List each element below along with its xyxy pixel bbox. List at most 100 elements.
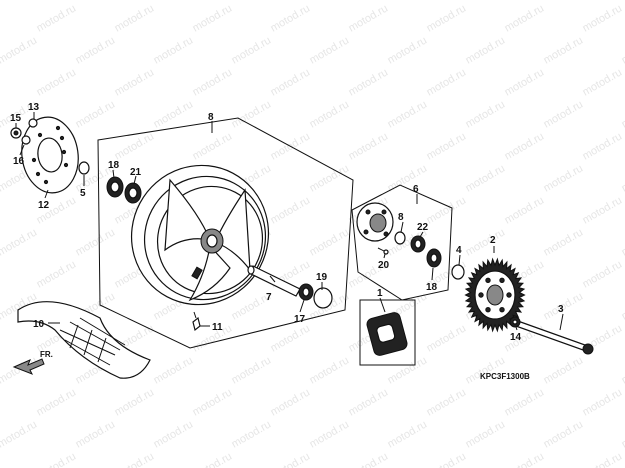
callout-21: 21 [130,167,142,178]
watermark-text: motod.ru [386,98,430,130]
watermark-text: motod.ru [74,98,118,130]
watermark-text: motod.ru [74,418,118,450]
watermark-text: motod.ru [191,2,235,34]
watermark-text: motod.ru [74,34,118,66]
wheel-assembly-frame [97,117,354,349]
callout-13: 13 [28,102,40,113]
watermark-text: motod.ru [152,34,196,66]
front-direction-label: FR. [40,350,53,359]
watermark-text: motod.ru [35,450,79,468]
callout-14: 14 [510,332,522,343]
hub-dust-seal [426,248,442,268]
callout-6: 6 [413,184,419,195]
axle-nut [509,316,521,328]
watermark-text: motod.ru [269,386,313,418]
watermark-text: motod.ru [542,162,586,194]
watermark-text: motod.ru [308,226,352,258]
watermark-text: motod.ru [191,450,235,468]
watermark-text: motod.ru [542,34,586,66]
air-valve [192,311,201,332]
callout-8-hub: 8 [398,212,404,223]
watermark-text: motod.ru [191,130,235,162]
o-ring [313,287,333,309]
watermark-text: motod.ru [386,0,430,3]
callout-11: 11 [212,322,223,333]
watermark-text: motod.ru [581,66,625,98]
front-direction-arrow: FR. [12,350,53,375]
watermark-text: motod.ru [113,66,157,98]
damper-frame [359,299,416,366]
driven-flange [356,202,394,242]
rear-wheel-rim [130,164,270,306]
sprocket-bolt-hole [499,277,505,283]
watermark-text: motod.ru [503,2,547,34]
callout-8: 8 [208,112,214,123]
watermark-text: motod.ru [620,98,625,130]
sprocket-bolt-hole [478,292,484,298]
watermark-text: motod.ru [308,418,352,450]
watermark-text: motod.ru [230,98,274,130]
watermark-text: motod.ru [620,226,625,258]
watermark-text: motod.ru [542,354,586,386]
watermark-text: motod.ru [308,354,352,386]
watermark-text: motod.ru [308,98,352,130]
callout-1: 1 [377,288,383,299]
callout-19: 19 [316,272,328,283]
callout-18-wheel: 18 [108,160,120,171]
watermark-text: motod.ru [113,130,157,162]
watermark-text: motod.ru [347,2,391,34]
callout-4: 4 [456,245,462,256]
watermark-text: motod.ru [464,0,508,3]
watermark-text: motod.ru [113,450,157,468]
watermark-text: motod.ru [0,34,39,66]
watermark-text: motod.ru [35,2,79,34]
watermark-text: motod.ru [152,0,196,3]
diagram-code: KPC3F1300B [480,372,530,381]
watermark-text: motod.ru [425,130,469,162]
watermark-text: motod.ru [581,450,625,468]
callout-labels: 8 15 13 16 12 5 18 21 7 17 19 11 10 6 8 … [10,102,564,343]
watermark-text: motod.ru [620,418,625,450]
callout-3: 3 [558,304,564,315]
sprocket-bolt-hole [506,292,512,298]
watermark-text: motod.ru [425,66,469,98]
watermark-text: motod.ru [581,194,625,226]
hub-stud [377,247,389,255]
watermark-text: motod.ru [425,2,469,34]
watermark-text: motod.ru [0,0,39,3]
callout-16: 16 [13,156,25,167]
watermark-text: motod.ru [386,354,430,386]
callout-18-hub: 18 [426,282,438,293]
watermark-text: motod.ru [620,290,625,322]
watermark-text: motod.ru [581,258,625,290]
sprocket-bolt-hole [485,277,491,283]
watermark-text: motod.ru [464,418,508,450]
watermark-text: motod.ru [152,418,196,450]
watermark-text: motod.ru [620,34,625,66]
watermark-text: motod.ru [269,194,313,226]
watermark-text: motod.ru [0,418,39,450]
watermark-text: motod.ru [35,258,79,290]
watermark-text: motod.ru [0,226,39,258]
watermark-text: motod.ru [503,66,547,98]
callout-2: 2 [490,235,496,246]
watermark-text: motod.ru [308,0,352,3]
watermark-text: motod.ru [620,0,625,3]
hub-assembly-frame [351,184,453,301]
watermark-text: motod.ru [347,66,391,98]
watermark-text: motod.ru [503,194,547,226]
callout-17: 17 [294,314,306,325]
watermark-text: motod.ru [269,450,313,468]
watermark-text: motod.ru [620,354,625,386]
leader-lines [15,112,564,331]
sprocket-hub [486,284,504,306]
watermark-text: motod.ru [425,450,469,468]
watermark-text: motod.ru [581,130,625,162]
hub-collar [394,231,406,245]
watermark-text: motod.ru [542,98,586,130]
callout-5: 5 [80,188,86,199]
watermark-text: motod.ru [152,354,196,386]
watermark-text: motod.ru [425,386,469,418]
callout-10: 10 [33,319,45,330]
